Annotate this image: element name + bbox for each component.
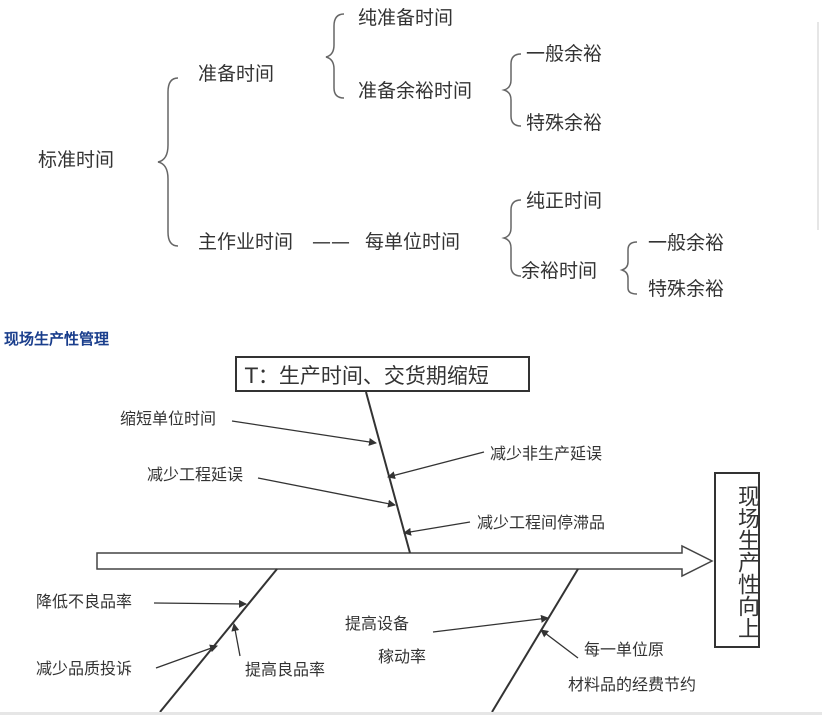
cause-material-cost-line2: 材料品的经费节约 [568,675,697,694]
arrow-raise-yield [231,623,241,657]
cause-raise-yield: 提高良品率 [245,660,326,679]
node-allowance-time: 余裕时间 [521,260,598,282]
cause-raise-equipment-line1: 提高设备 [345,614,410,633]
node-per-unit-time: 每单位时间 [365,231,461,253]
node-connector-dash: —— [312,231,350,253]
main-spine [96,544,714,578]
node-general-allowance-1: 一般余裕 [526,43,603,65]
node-general-allowance-2: 一般余裕 [648,232,725,254]
lower-bone-left [159,568,278,713]
cause-reduce-nonproduction-delay: 减少非生产延误 [490,444,603,463]
node-main-work-time: 主作业时间 [198,231,294,253]
arrow-reduce-complaint [155,644,218,669]
node-prep-allowance-time: 准备余裕时间 [358,80,473,102]
node-special-allowance-2: 特殊余裕 [648,278,725,300]
brace-allowance [619,241,638,295]
cause-arrows [153,420,579,669]
tree-braces [157,13,638,295]
brace-prep-allowance [501,53,522,127]
arrow-reduce-process [257,477,396,508]
arrow-reduce-nonprod [387,451,485,480]
arrow-raise-equip [432,614,549,633]
cause-raise-equipment-line2: 稼动率 [378,647,427,666]
brace-root [157,77,179,247]
section-title: 现场生产性管理 [4,330,110,348]
fishbone-title-box: T：生产时间、交货期缩短 [235,356,530,392]
arrow-shorten-unit [231,420,377,446]
arrow-reduce-wip [403,521,471,536]
node-net-time: 纯正时间 [526,190,603,212]
brace-per-unit [501,199,522,277]
cause-material-cost-line1: 每一单位原 [584,640,665,659]
cause-reduce-wip: 减少工程间停滞品 [477,513,606,532]
arrow-lower-defect [153,599,247,608]
cause-lower-defect-rate: 降低不良品率 [36,592,133,611]
fishbone-title: T：生产时间、交货期缩短 [245,364,489,388]
lower-bone-right [491,568,579,713]
node-standard-time: 标准时间 [38,149,115,171]
fishbone-goal-box: 现场生产性向上 [714,472,760,648]
cause-shorten-unit-time: 缩短单位时间 [120,409,217,428]
bottom-divider [0,712,822,715]
node-pure-prep-time: 纯准备时间 [358,7,454,29]
brace-prep [325,13,345,99]
node-special-allowance-1: 特殊余裕 [526,112,603,134]
cause-reduce-process-delay: 减少工程延误 [147,465,244,484]
arrow-material [540,629,579,659]
node-prep-time: 准备时间 [198,63,275,85]
fishbone-goal: 现场生产性向上 [734,485,759,639]
cause-reduce-quality-complaints: 减少品质投诉 [36,659,133,678]
